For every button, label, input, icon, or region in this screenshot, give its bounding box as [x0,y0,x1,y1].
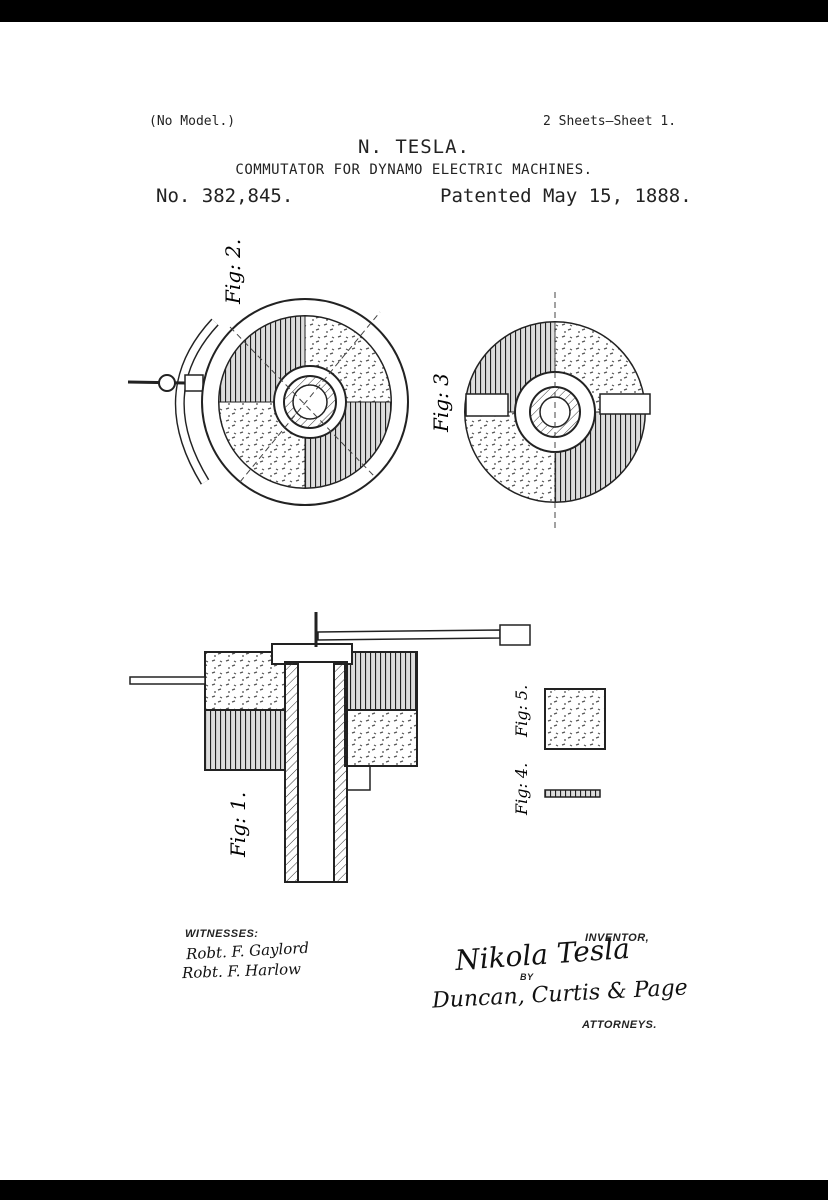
no-model-label: (No Model.) [149,114,236,129]
inventor-label: INVENTOR, [585,932,650,944]
figure-3-drawing [464,292,651,532]
by-label: BY [520,972,534,982]
patent-drawing: Fig: 2. Fig: 3 Fig: 1. Fig: 4. Fig: 5. [127,239,651,883]
patent-number: No. 382,845. [156,185,294,207]
fig1-caption: Fig: 1. [226,792,250,858]
inventor-name: N. TESLA. [358,136,470,158]
witnesses-label: WITNESSES: [185,928,259,940]
patent-page: (No Model.) 2 Sheets—Sheet 1. N. TESLA. … [0,22,828,1180]
sheet-indicator: 2 Sheets—Sheet 1. [543,114,677,129]
fig3-caption: Fig: 3 [429,373,453,433]
fig4-caption: Fig: 4. [512,763,531,816]
patent-date: Patented May 15, 1888. [440,185,692,207]
fig2-caption: Fig: 2. [221,239,245,305]
patent-title: COMMUTATOR FOR DYNAMO ELECTRIC MACHINES. [235,162,593,178]
figure-4-drawing [544,789,601,798]
figure-1-drawing [129,612,531,883]
figure-2-drawing [127,298,409,506]
fig5-caption: Fig: 5. [512,685,531,738]
attorneys-label: ATTORNEYS. [582,1019,657,1031]
figure-5-drawing [544,688,606,750]
